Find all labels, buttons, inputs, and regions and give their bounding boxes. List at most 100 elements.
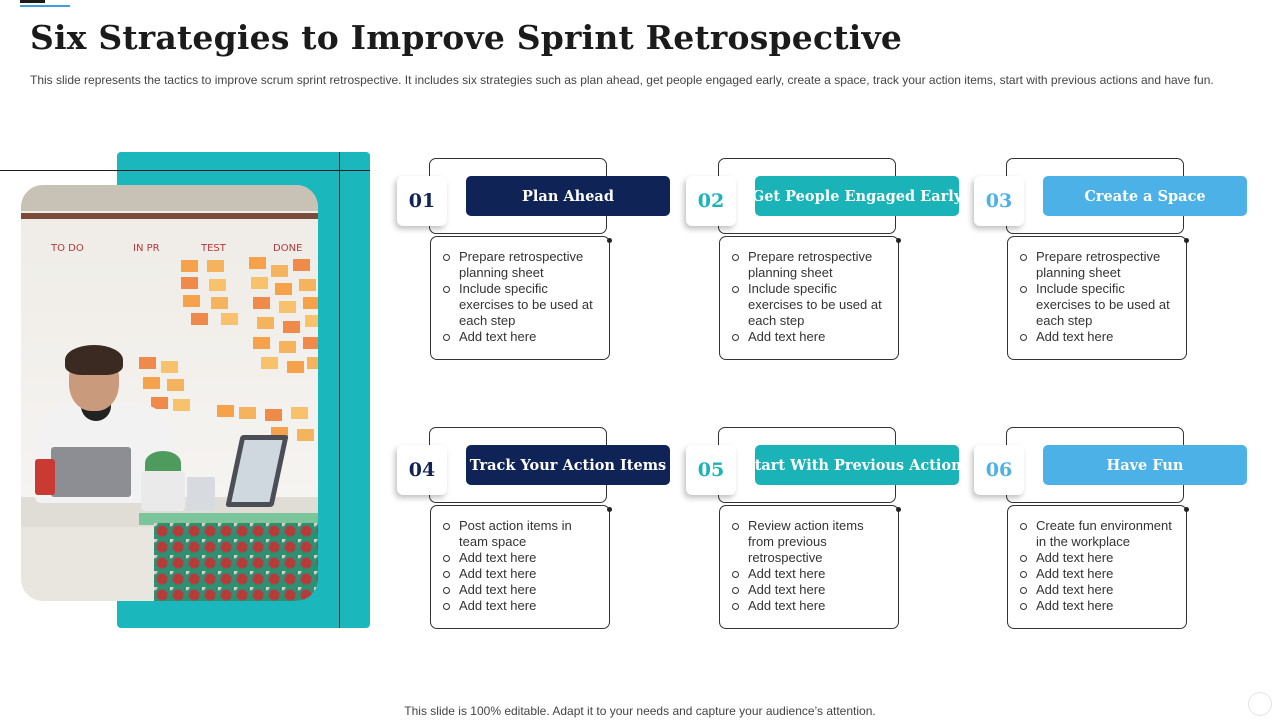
sticky-note — [265, 409, 282, 421]
accent-blue-line — [20, 5, 70, 7]
strategy-bullet: Add text here — [730, 329, 888, 345]
strategy-title-pill: Track Your Action Items — [466, 445, 670, 485]
strategy-number-badge: 03 — [974, 176, 1024, 226]
accent-dark-line — [20, 0, 45, 3]
connector-dot — [896, 507, 901, 512]
strategy-bullet: Add text here — [730, 566, 888, 582]
connector-dot — [896, 238, 901, 243]
strategy-bullet-list: Review action items from previous retros… — [720, 506, 898, 614]
sticky-note — [181, 277, 198, 289]
sticky-note — [139, 357, 156, 369]
strategy-bullet: Review action items from previous retros… — [730, 518, 888, 566]
strategy-title-pill: Start With Previous Actions — [744, 445, 970, 485]
sticky-note — [297, 429, 314, 441]
strategy-number-badge: 05 — [686, 445, 736, 495]
photo-laptop-front — [51, 447, 131, 497]
strategy-number-badge: 02 — [686, 176, 736, 226]
sticky-note — [143, 377, 160, 389]
strategy-bullet: Add text here — [441, 582, 599, 598]
photo-laptop-screen — [231, 440, 283, 502]
sticky-note — [271, 265, 288, 277]
strategy-bullet: Add text here — [730, 598, 888, 614]
sticky-note — [291, 407, 308, 419]
strategy-number-badge: 06 — [974, 445, 1024, 495]
strategy-bullet: Add text here — [1018, 582, 1176, 598]
connector-dot — [1184, 238, 1189, 243]
slide-footer-note: This slide is 100% editable. Adapt it to… — [404, 704, 876, 718]
board-label: TEST — [201, 243, 226, 254]
strategy-bullet: Add text here — [1018, 329, 1176, 345]
photo-red-mug — [35, 459, 55, 495]
strategy-bullet: Add text here — [1018, 550, 1176, 566]
photo-glass — [187, 477, 215, 511]
sticky-note — [173, 399, 190, 411]
board-label: DONE — [273, 243, 303, 254]
corner-ring-decoration — [1248, 692, 1272, 716]
sticky-note — [279, 301, 296, 313]
photo-ceiling — [21, 185, 318, 211]
sticky-note — [279, 341, 296, 353]
strategy-number-badge: 04 — [397, 445, 447, 495]
photo-person-hair — [65, 345, 123, 375]
strategy-bullet: Include specific exercises to be used at… — [1018, 281, 1176, 329]
strategy-bullet: Prepare retrospective planning sheet — [441, 249, 599, 281]
sticky-note — [305, 315, 318, 327]
strategy-number-badge: 01 — [397, 176, 447, 226]
card-body: Review action items from previous retros… — [719, 505, 899, 629]
horizontal-divider-line — [0, 170, 370, 171]
sticky-note — [239, 407, 256, 419]
strategy-title-pill: Get People Engaged Early — [752, 176, 962, 216]
strategy-bullet: Add text here — [441, 550, 599, 566]
connector-dot — [1184, 507, 1189, 512]
photo-desk-green-edge — [139, 513, 318, 525]
slide-subtitle: This slide represents the tactics to imp… — [30, 73, 1214, 87]
sticky-note — [287, 361, 304, 373]
sticky-note — [209, 279, 226, 291]
strategy-bullet: Include specific exercises to be used at… — [730, 281, 888, 329]
sticky-note — [249, 257, 266, 269]
strategy-bullet: Add text here — [441, 329, 599, 345]
strategy-bullet: Create fun environment in the workplace — [1018, 518, 1176, 550]
sticky-note — [207, 260, 224, 272]
slide-title: Six Strategies to Improve Sprint Retrosp… — [30, 18, 903, 57]
sticky-note — [293, 259, 310, 271]
photo-board-edge — [21, 213, 318, 219]
strategy-card: Review action items from previous retros… — [686, 427, 970, 629]
sticky-note — [251, 277, 268, 289]
sticky-note — [303, 297, 318, 309]
strategy-bullet: Prepare retrospective planning sheet — [1018, 249, 1176, 281]
strategy-title-pill: Plan Ahead — [466, 176, 670, 216]
sticky-note — [275, 283, 292, 295]
sticky-note — [257, 317, 274, 329]
strategy-bullet: Post action items in team space — [441, 518, 599, 550]
sticky-note — [283, 321, 300, 333]
connector-dot — [607, 238, 612, 243]
photo-patterned-cabinet — [154, 523, 318, 601]
sticky-note — [253, 297, 270, 309]
sticky-note — [253, 337, 270, 349]
sticky-note — [161, 361, 178, 373]
board-label: IN PR — [133, 243, 160, 254]
strategy-bullet: Add text here — [1018, 566, 1176, 582]
sticky-note — [191, 313, 208, 325]
vertical-divider-line — [339, 152, 340, 628]
strategy-bullet: Add text here — [1018, 598, 1176, 614]
photo-plant-pot — [141, 471, 185, 511]
strategy-title-pill: Create a Space — [1043, 176, 1247, 216]
top-accent-bar — [20, 0, 70, 7]
sticky-note — [299, 279, 316, 291]
strategy-bullet: Prepare retrospective planning sheet — [730, 249, 888, 281]
strategy-title-pill: Have Fun — [1043, 445, 1247, 485]
